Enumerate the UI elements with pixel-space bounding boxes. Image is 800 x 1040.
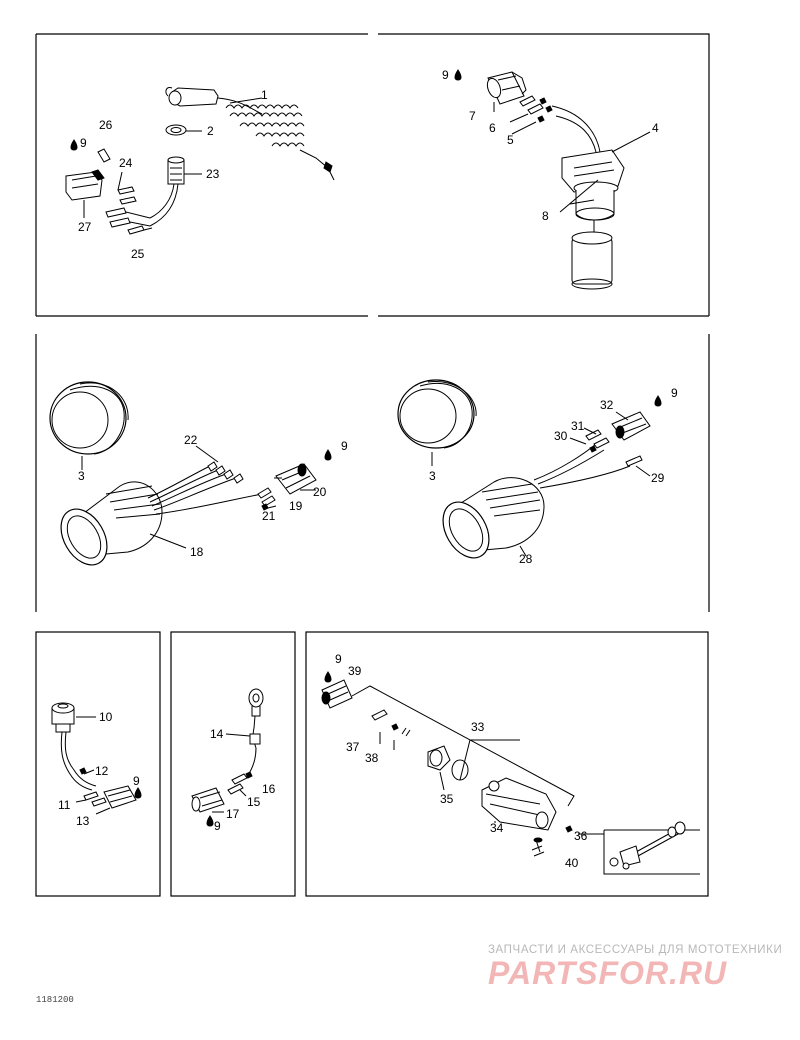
callout-label: 9 [335, 652, 342, 666]
callout-label: 14 [210, 727, 224, 741]
callout-label: 9 [341, 439, 348, 453]
callout-label: 11 [58, 798, 71, 812]
callout-label: 36 [574, 829, 588, 843]
panel-frames [35, 33, 710, 897]
panel3-gauge [49, 381, 332, 566]
callout-label: 1 [261, 88, 268, 102]
figure-code: 1181200 [36, 995, 74, 1005]
callout-label: 10 [99, 710, 113, 724]
callout-label: 31 [571, 419, 585, 433]
callout-label: 22 [184, 433, 198, 447]
callout-label: 8 [542, 209, 549, 223]
panel5-sensor [51, 702, 142, 815]
leader-lines [83, 97, 599, 781]
callout-label: 17 [226, 807, 240, 821]
callout-label: 9 [214, 819, 221, 833]
callout-label: 5 [507, 133, 514, 147]
panel4-gauge [397, 379, 662, 559]
callout-label: 32 [600, 398, 614, 412]
watermark-logo: PARTSFOR.RU [488, 955, 728, 991]
panel6-sensor [191, 688, 264, 827]
callout-label: 40 [565, 856, 579, 870]
panel2-fuel-sender [454, 69, 651, 290]
callout-label: 13 [76, 814, 90, 828]
callout-label: 2 [207, 124, 214, 138]
callout-label: 16 [262, 782, 276, 796]
callout-label: 24 [119, 156, 133, 170]
callout-label: 34 [490, 821, 504, 835]
callout-label: 18 [190, 545, 204, 559]
callout-label: 28 [519, 552, 533, 566]
callout-label: 30 [554, 429, 568, 443]
callout-label: 9 [80, 136, 87, 150]
callout-label: 29 [651, 471, 665, 485]
callout-label: 9 [442, 68, 449, 82]
callout-label: 19 [289, 499, 303, 513]
callout-label: 4 [652, 121, 659, 135]
callout-label: 3 [429, 469, 436, 483]
callout-label: 25 [131, 247, 145, 261]
callout-label: 9 [133, 774, 140, 788]
callout-label: 37 [346, 740, 360, 754]
callout-label: 35 [440, 792, 454, 806]
watermark-tagline: ЗАПЧАСТИ И АКСЕССУАРЫ ДЛЯ МОТОТЕХНИКИ [488, 944, 783, 956]
callout-label: 7 [469, 109, 476, 123]
callout-label: 9 [671, 386, 678, 400]
callout-label: 39 [348, 664, 362, 678]
callout-label: 15 [247, 795, 261, 809]
callout-label: 21 [262, 509, 276, 523]
callout-label: 12 [95, 764, 109, 778]
callout-label: 26 [99, 118, 113, 132]
panel7-sensor-assembly [321, 671, 700, 875]
callout-label: 38 [365, 751, 379, 765]
panel1-key-switch [65, 87, 335, 235]
callout-label: 3 [78, 469, 85, 483]
callout-label: 23 [206, 167, 220, 181]
callout-label: 27 [78, 220, 92, 234]
callout-label: 20 [313, 485, 327, 499]
callout-label: 6 [489, 121, 496, 135]
callout-label: 33 [471, 720, 485, 734]
